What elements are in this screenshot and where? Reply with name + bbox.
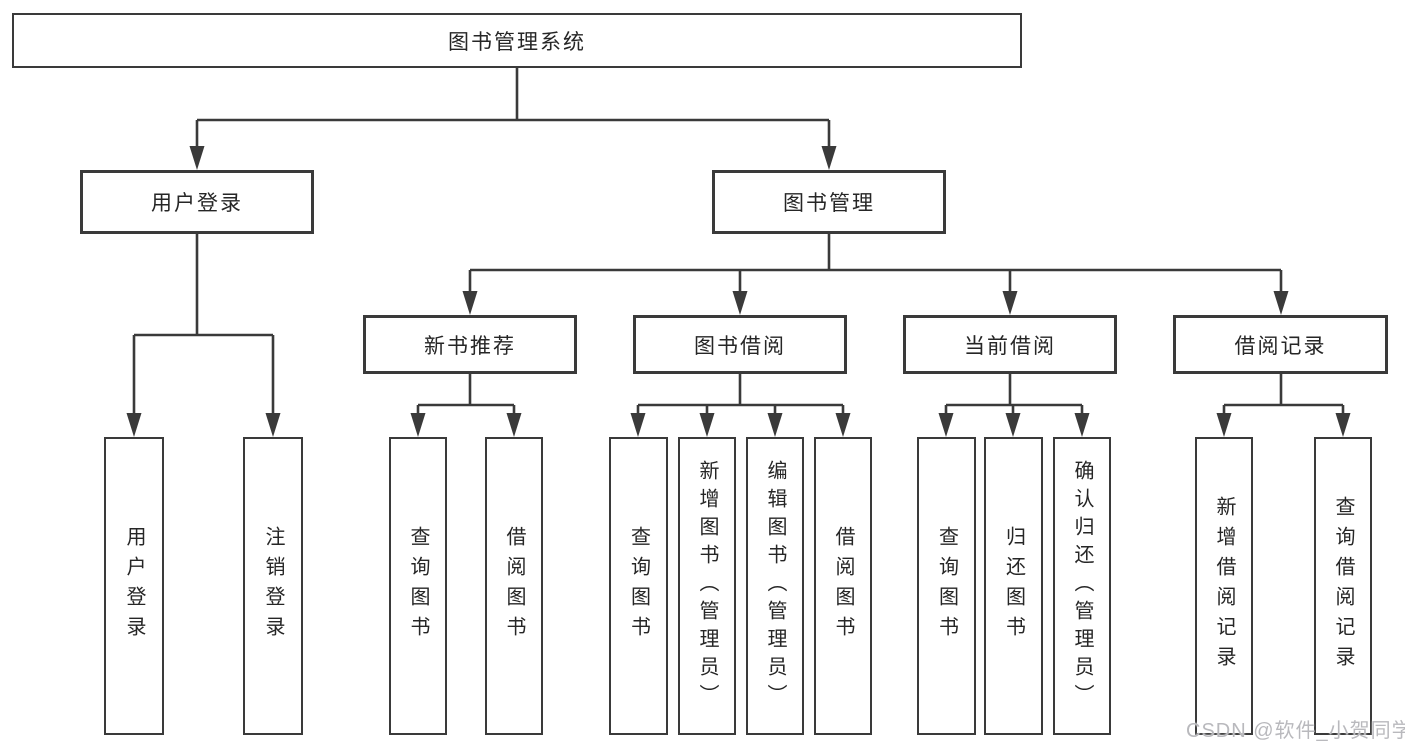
node-label: 注销登录 <box>262 526 284 646</box>
leaf-return-books: 归还图书 <box>984 437 1043 735</box>
node-current-borrowing: 当前借阅 <box>903 315 1117 374</box>
node-book-management: 图书管理 <box>712 170 946 234</box>
node-library-management-system: 图书管理系统 <box>12 13 1022 68</box>
node-label: 新增图书（管理员） <box>696 460 718 712</box>
leaf-query-books-recommend: 查询图书 <box>389 437 447 735</box>
edge-borrow-to-leaves <box>636 374 845 415</box>
edge-userlogin-to-leaves <box>132 234 275 415</box>
node-label: 新书推荐 <box>424 334 516 358</box>
arrowheads <box>126 146 1351 437</box>
leaf-user-login: 用户登录 <box>104 437 164 735</box>
node-label: 查询借阅记录 <box>1332 496 1354 676</box>
edge-current-to-leaves <box>944 374 1084 415</box>
leaf-borrow-books: 借阅图书 <box>814 437 872 735</box>
node-label: 新增借阅记录 <box>1213 496 1235 676</box>
edge-records-to-leaves <box>1222 374 1345 415</box>
edge-bookmgmt-to-level3 <box>468 234 1283 293</box>
node-label: 借阅图书 <box>503 526 525 646</box>
node-label: 用户登录 <box>151 192 243 215</box>
node-label: 借阅记录 <box>1234 334 1327 358</box>
node-label: 编辑图书（管理员） <box>764 460 786 712</box>
leaf-borrow-books-recommend: 借阅图书 <box>485 437 543 735</box>
node-label: 借阅图书 <box>832 526 854 646</box>
node-label: 确认归还（管理员） <box>1071 460 1093 712</box>
node-label: 用户登录 <box>123 526 145 646</box>
node-label: 当前借阅 <box>964 334 1056 358</box>
leaf-edit-books-admin: 编辑图书（管理员） <box>746 437 804 735</box>
csdn-watermark: CSDN @软件_小贺同学 <box>1186 720 1405 742</box>
edge-newbook-to-leaves <box>416 374 516 415</box>
leaf-confirm-return-admin: 确认归还（管理员） <box>1053 437 1111 735</box>
leaf-query-borrow-record: 查询借阅记录 <box>1314 437 1372 735</box>
node-user-login: 用户登录 <box>80 170 314 234</box>
node-label: 图书管理 <box>783 192 875 215</box>
node-label: 查询图书 <box>407 526 429 646</box>
node-label: 图书借阅 <box>694 334 786 358</box>
edge-root-to-level2 <box>195 68 831 148</box>
node-label: 查询图书 <box>935 526 958 646</box>
node-label: 查询图书 <box>627 526 650 646</box>
leaf-add-borrow-record: 新增借阅记录 <box>1195 437 1253 735</box>
leaf-add-books-admin: 新增图书（管理员） <box>678 437 736 735</box>
node-new-book-recommendation: 新书推荐 <box>363 315 577 374</box>
node-borrowing-records: 借阅记录 <box>1173 315 1388 374</box>
node-label: 归还图书 <box>1002 526 1025 646</box>
leaf-logout: 注销登录 <box>243 437 303 735</box>
node-book-borrowing: 图书借阅 <box>633 315 847 374</box>
leaf-query-books-current: 查询图书 <box>917 437 976 735</box>
node-label: 图书管理系统 <box>448 30 586 54</box>
leaf-query-books-borrow: 查询图书 <box>609 437 668 735</box>
